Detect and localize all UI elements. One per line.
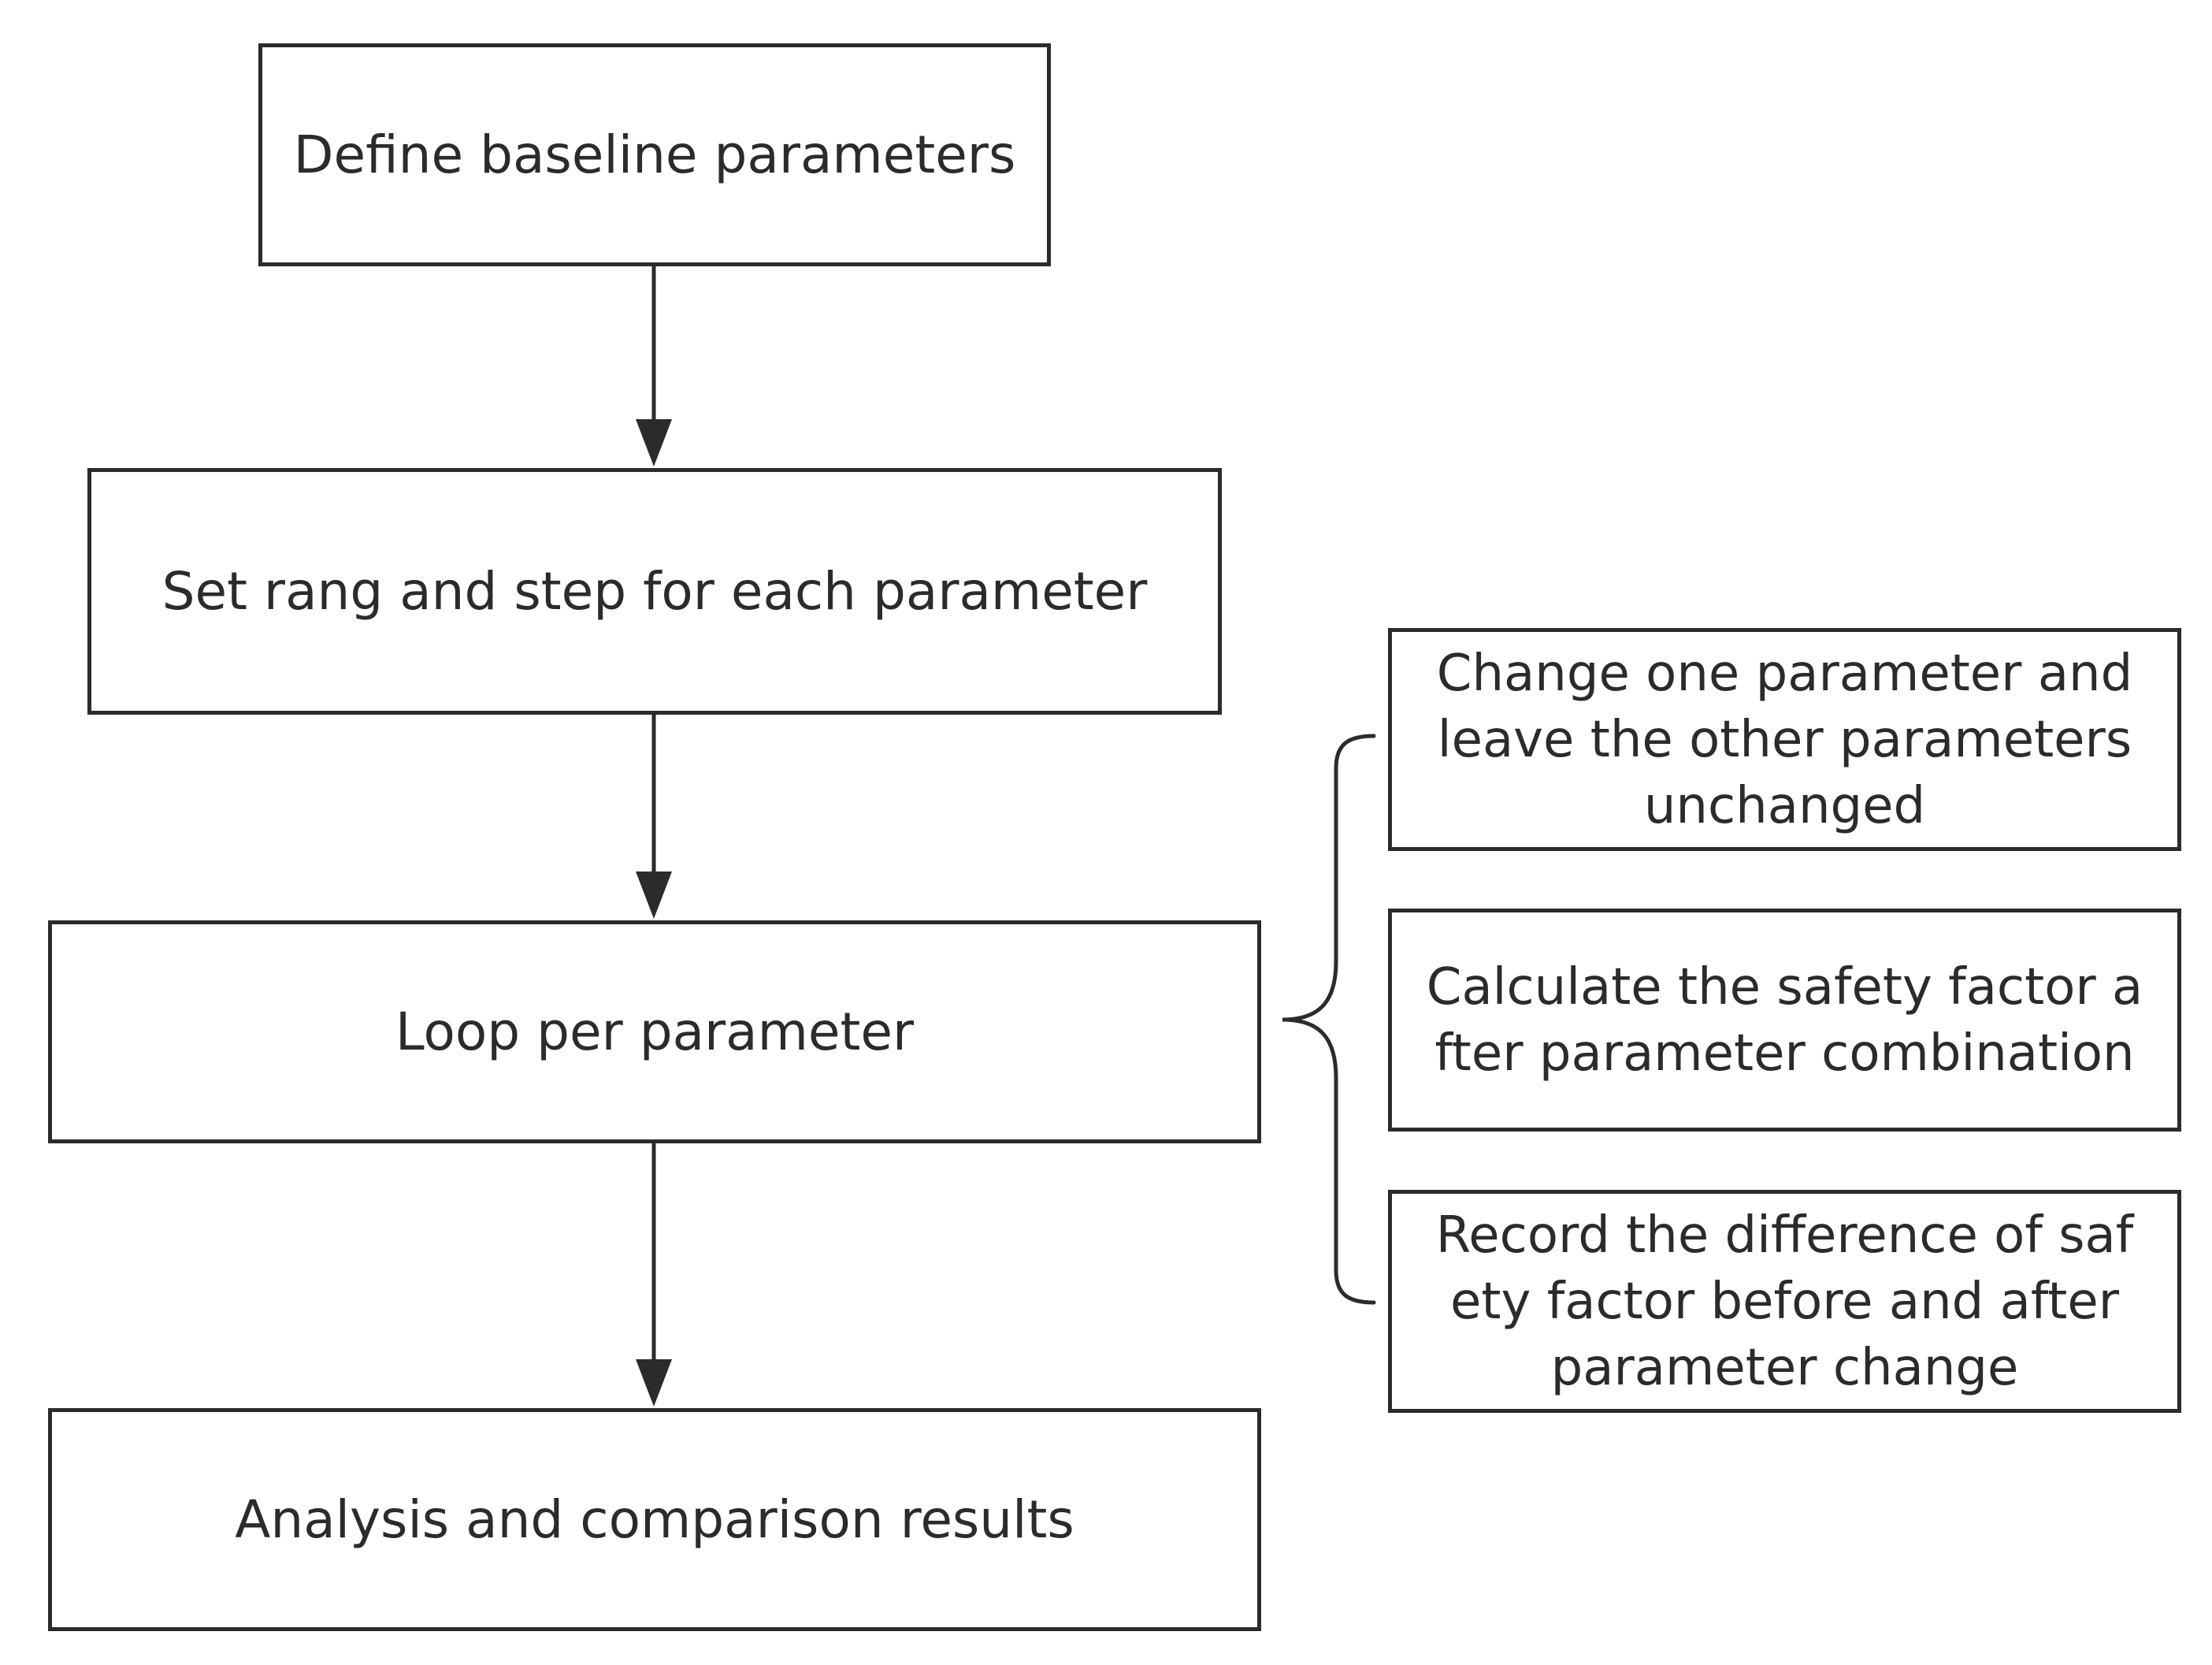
analysis-results-label: Analysis and comparison results: [235, 1488, 1074, 1550]
analysis-results-box: Analysis and comparison results: [48, 1408, 1261, 1631]
set-range-step-box: Set rang and step for each parameter: [87, 468, 1222, 715]
curly-brace: [1282, 734, 1376, 1305]
arrow-set-to-loop: [636, 715, 672, 919]
change-one-parameter-box: Change one parameter and leave the other…: [1388, 628, 2181, 851]
loop-per-parameter-box: Loop per parameter: [48, 920, 1261, 1143]
change-one-parameter-label: Change one parameter and leave the other…: [1436, 644, 2133, 835]
calculate-safety-factor-box: Calculate the safety factor a fter param…: [1388, 909, 2181, 1132]
define-baseline-label: Define baseline parameters: [293, 124, 1016, 185]
record-difference-label: Record the difference of saf ety factor …: [1435, 1206, 2134, 1397]
define-baseline-box: Define baseline parameters: [258, 43, 1051, 266]
set-range-step-label: Set rang and step for each parameter: [161, 560, 1148, 622]
arrow-define-to-set: [636, 266, 672, 466]
arrow-loop-to-analysis: [636, 1132, 672, 1407]
record-difference-box: Record the difference of saf ety factor …: [1388, 1190, 2181, 1413]
calculate-safety-factor-label: Calculate the safety factor a fter param…: [1426, 957, 2143, 1083]
loop-per-parameter-label: Loop per parameter: [395, 1001, 915, 1062]
